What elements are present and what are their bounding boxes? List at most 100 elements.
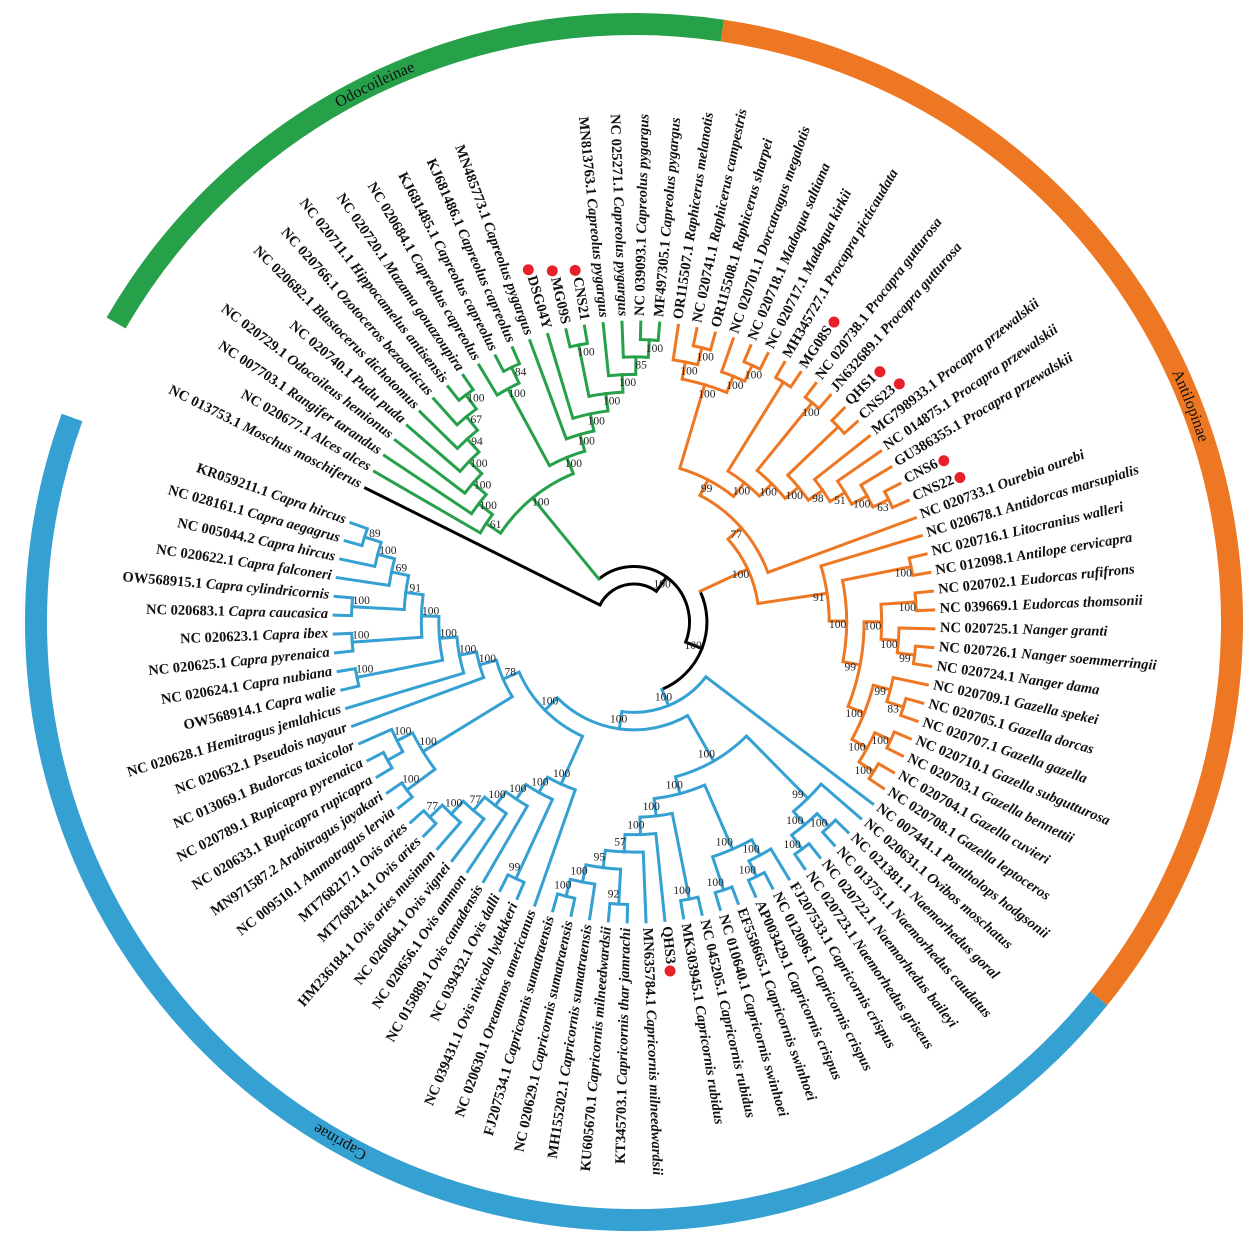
bootstrap-value: 100	[445, 797, 463, 809]
terminal-branch	[382, 453, 474, 516]
internal-branch	[749, 837, 763, 858]
leaf-label: NC 020623.1 Capra ibex	[180, 626, 329, 648]
terminal-branch	[913, 589, 935, 595]
bootstrap-value: 61	[490, 519, 502, 531]
terminal-branch	[819, 533, 924, 568]
species-name: Nanger soemmerringii	[1017, 646, 1157, 674]
bootstrap-value: 100	[402, 774, 420, 786]
bootstrap-value: 100	[554, 880, 572, 892]
terminal-branch	[816, 393, 833, 411]
bootstrap-value: 100	[394, 725, 412, 737]
internal-branch	[680, 360, 688, 381]
bootstrap-value: 100	[480, 500, 498, 512]
species-name: Eudorcas rufifrons	[1016, 562, 1136, 590]
terminal-branch	[892, 729, 913, 741]
internal-branch	[785, 424, 841, 478]
accession: NC 039669.1	[939, 598, 1019, 617]
internal-branch	[476, 501, 495, 517]
terminal-branch	[911, 662, 933, 669]
internal-branch-arc	[846, 621, 866, 708]
terminal-branch	[914, 608, 936, 613]
terminal-branch	[758, 351, 770, 372]
bootstrap-value: 100	[459, 644, 477, 656]
terminal-branch	[493, 353, 506, 374]
bootstrap-value: 100	[732, 569, 750, 581]
internal-branch-arc	[911, 646, 917, 664]
internal-branch	[654, 575, 669, 594]
terminal-branch	[858, 464, 893, 488]
internal-branch	[828, 490, 848, 504]
internal-branch	[870, 497, 891, 510]
terminal-branch	[835, 449, 883, 484]
bootstrap-value: 100	[577, 346, 595, 358]
terminal-branch	[671, 323, 681, 362]
terminal-branch	[569, 896, 577, 918]
bootstrap-value: 100	[356, 664, 374, 676]
leaf: NC 020725.1 Nanger granti	[940, 620, 1108, 640]
leaf-label: NC 039669.1 Eudorcas thomsonii	[939, 593, 1143, 617]
terminal-branch	[606, 901, 612, 923]
terminal-branch	[829, 405, 847, 423]
bootstrap-value: 100	[810, 817, 828, 829]
bootstrap-value: 100	[680, 366, 698, 378]
bootstrap-value: 100	[848, 742, 866, 754]
leaf-label: NC 039093.1 Capreolus pygargus	[632, 113, 653, 316]
internal-branch-arc	[699, 493, 770, 573]
species-name: Capreolus pygargus	[634, 113, 653, 237]
internal-branch	[622, 832, 627, 854]
internal-branch	[463, 392, 479, 412]
internal-branch-arc	[819, 565, 831, 622]
terminal-branch	[333, 594, 355, 600]
internal-branch	[895, 651, 917, 657]
internal-branch	[702, 783, 735, 852]
terminal-branch	[792, 852, 807, 871]
bootstrap-value: 98	[812, 493, 824, 505]
terminal-branch	[910, 570, 932, 578]
terminal-branch	[450, 816, 487, 863]
terminal-branch	[891, 675, 930, 687]
sample-marker-dot	[522, 264, 534, 276]
accession: NC 039093.1	[632, 237, 650, 316]
bootstrap-value: 100	[353, 595, 371, 607]
internal-branch-arc	[774, 376, 792, 389]
bootstrap-value: 100	[610, 713, 628, 725]
internal-branch	[695, 345, 704, 367]
sample-marker-dot	[874, 366, 886, 378]
leaf: NC 020623.1 Capra ibex	[180, 626, 329, 648]
terminal-branch	[344, 671, 466, 711]
internal-branch	[849, 493, 870, 507]
accession: KT345703.1	[613, 1088, 631, 1164]
terminal-branch	[363, 486, 603, 608]
terminal-branch	[465, 811, 509, 874]
accession: NC 020623.1	[180, 628, 260, 647]
internal-branch	[355, 658, 445, 680]
internal-branch	[530, 495, 601, 582]
bootstrap-value: 91	[410, 583, 422, 595]
terminal-branch	[897, 626, 936, 631]
terminal-branch	[417, 409, 460, 451]
terminal-branch	[898, 713, 920, 724]
terminal-branch	[766, 515, 918, 575]
species-name: Capreolus pygargus	[609, 193, 630, 317]
bootstrap-value: 100	[829, 619, 847, 631]
accession: NC 025271.1	[606, 114, 625, 194]
bootstrap-value: 67	[471, 414, 483, 426]
terminal-branch	[481, 803, 530, 884]
accession: MF497305.1	[651, 240, 674, 318]
internal-branch	[564, 455, 576, 476]
bootstrap-value: 100	[532, 497, 550, 509]
internal-branch	[841, 659, 862, 667]
bootstrap-value: 100	[422, 606, 440, 618]
internal-branch	[879, 637, 901, 643]
terminal-branch	[807, 841, 823, 860]
internal-branch-arc	[598, 582, 658, 606]
leaf: NC 039669.1 Eudorcas thomsonii	[939, 593, 1143, 617]
internal-branch	[683, 640, 704, 651]
internal-branch-arc	[624, 832, 657, 837]
bootstrap-value: 100	[698, 748, 716, 760]
bootstrap-value: 100	[655, 692, 673, 704]
internal-branch	[484, 521, 503, 536]
